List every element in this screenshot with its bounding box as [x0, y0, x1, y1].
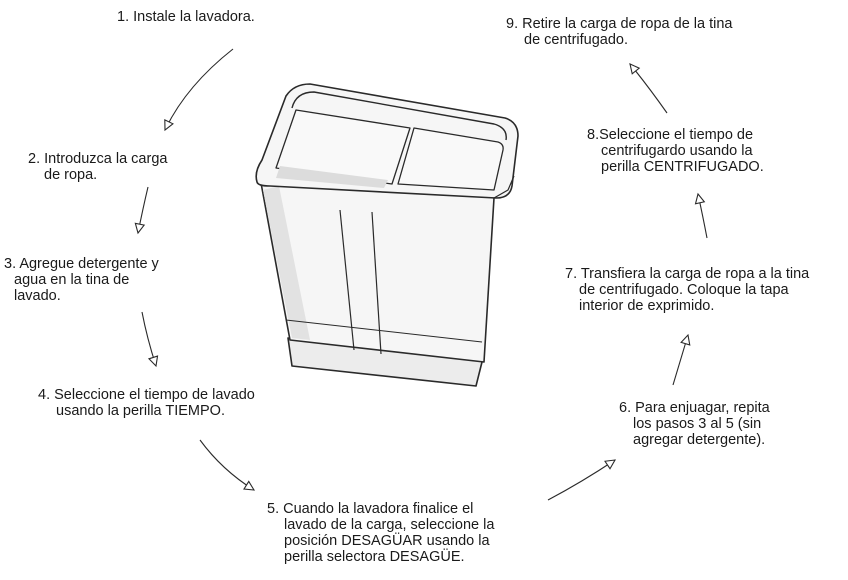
- step-8-line-2: centrifugardo usando la: [601, 143, 753, 159]
- step-9-line-2: de centrifugado.: [524, 32, 628, 48]
- arrow-8-to-9: [629, 63, 668, 114]
- step-4-text: 4. Seleccione el tiempo de lavado usando…: [38, 387, 255, 419]
- step-7-text: 7. Transfiera la carga de ropa a la tina…: [565, 266, 809, 314]
- arrow-5-to-6: [547, 459, 617, 501]
- step-6-line-3: agregar detergente).: [633, 432, 766, 448]
- step-5-line-3: posición DESAGÜAR usando la: [284, 533, 490, 549]
- arrow-2-to-3: [134, 186, 149, 235]
- step-7-line-2: de centrifugado. Coloque la tapa: [579, 282, 789, 298]
- step-9-line-1: 9. Retire la carga de ropa de la tina: [506, 16, 733, 32]
- step-8-text: 8.Seleccione el tiempo de centrifugardo …: [587, 127, 764, 175]
- step-5-line-4: perilla selectora DESAGÜE.: [284, 549, 465, 565]
- step-1-text: 1. Instale la lavadora.: [117, 9, 255, 25]
- step-6-line-1: 6. Para enjuagar, repita: [619, 400, 770, 416]
- arrow-7-to-8: [694, 192, 708, 239]
- step-3-line-1: 3. Agregue detergente y: [4, 256, 159, 272]
- step-3-line-2: agua en la tina de: [14, 272, 130, 288]
- step-2-line-2: de ropa.: [44, 167, 98, 183]
- step-3-text: 3. Agregue detergente y agua en la tina …: [4, 256, 159, 304]
- step-6-line-2: los pasos 3 al 5 (sin: [633, 416, 762, 432]
- step-2-text: 2. Introduzca la carga de ropa.: [28, 151, 167, 183]
- step-7-line-3: interior de exprimido.: [579, 298, 715, 314]
- step-8-line-3: perilla CENTRIFUGADO.: [601, 159, 764, 175]
- arrow-4-to-5: [199, 439, 256, 491]
- step-1-line-1: 1. Instale la lavadora.: [117, 9, 255, 25]
- step-3-line-3: lavado.: [14, 288, 61, 304]
- step-6-text: 6. Para enjuagar, repita los pasos 3 al …: [619, 400, 770, 448]
- step-7-line-1: 7. Transfiera la carga de ropa a la tina: [565, 266, 810, 282]
- arrow-1-to-2: [164, 48, 234, 132]
- arrow-6-to-7: [672, 333, 691, 386]
- step-5-line-2: lavado de la carga, seleccione la: [284, 517, 495, 533]
- step-4-line-1: 4. Seleccione el tiempo de lavado: [38, 387, 255, 403]
- arrow-3-to-4: [141, 311, 159, 368]
- step-5-text: 5. Cuando la lavadora finalice el lavado…: [267, 501, 494, 565]
- step-9-text: 9. Retire la carga de ropa de la tina de…: [506, 16, 733, 48]
- step-4-line-2: usando la perilla TIEMPO.: [56, 403, 225, 419]
- step-2-line-1: 2. Introduzca la carga: [28, 151, 168, 167]
- step-8-line-1: 8.Seleccione el tiempo de: [587, 127, 754, 143]
- step-5-line-1: 5. Cuando la lavadora finalice el: [267, 501, 474, 517]
- twin-tub-washing-machine-icon: [255, 83, 519, 387]
